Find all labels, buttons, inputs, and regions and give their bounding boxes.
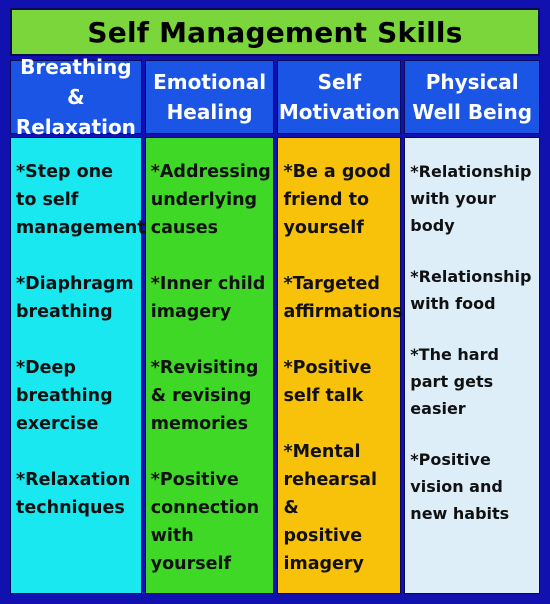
column-body: *Step one to self management *Diaphragm … [10,137,146,594]
column-emotional-healing: Emotional Healing *Addressing underlying… [144,60,275,594]
list-item: *Positive self talk [283,358,372,406]
column-physical-well-being: Physical Well Being *Relationship with y… [404,60,540,594]
list-item: *Relationship with food [410,267,532,313]
column-body: *Relationship with your body *Relationsh… [404,137,540,594]
list-item: *Step one to self management [16,162,146,238]
column-header: Breathing & Relaxation [10,55,142,139]
column-body: *Be a good friend to yourself *Targeted … [277,137,403,594]
list-item: *Revisiting & revising memories [150,358,259,434]
list-item: *Deep breathing exercise [16,358,113,434]
list-item: *Positive vision and new habits [410,450,510,523]
column-breathing-relaxation: Breathing & Relaxation *Step one to self… [10,55,146,594]
list-item: *Relationship with your body [410,162,532,235]
list-item: *Be a good friend to yourself [283,162,391,238]
list-item: *Targeted affirmations [283,274,403,322]
list-item: *Diaphragm breathing [16,274,134,322]
poster-title: Self Management Skills [10,8,540,56]
list-item: *Mental rehearsal & positive imagery [283,442,377,574]
list-item: *Inner child imagery [150,274,266,322]
list-item: *Positive connection with yourself [150,470,260,574]
skills-table: Breathing & Relaxation *Step one to self… [10,55,540,594]
list-item: *Relaxation techniques [16,470,131,518]
column-body: *Addressing underlying causes *Inner chi… [144,137,275,594]
column-self-motivation: Self Motivation *Be a good friend to you… [277,60,403,594]
list-item: *The hard part gets easier [410,345,499,418]
column-header: Emotional Healing [144,60,275,134]
list-item: *Addressing underlying causes [150,162,271,238]
column-header: Physical Well Being [404,60,540,134]
column-header: Self Motivation [277,60,402,134]
